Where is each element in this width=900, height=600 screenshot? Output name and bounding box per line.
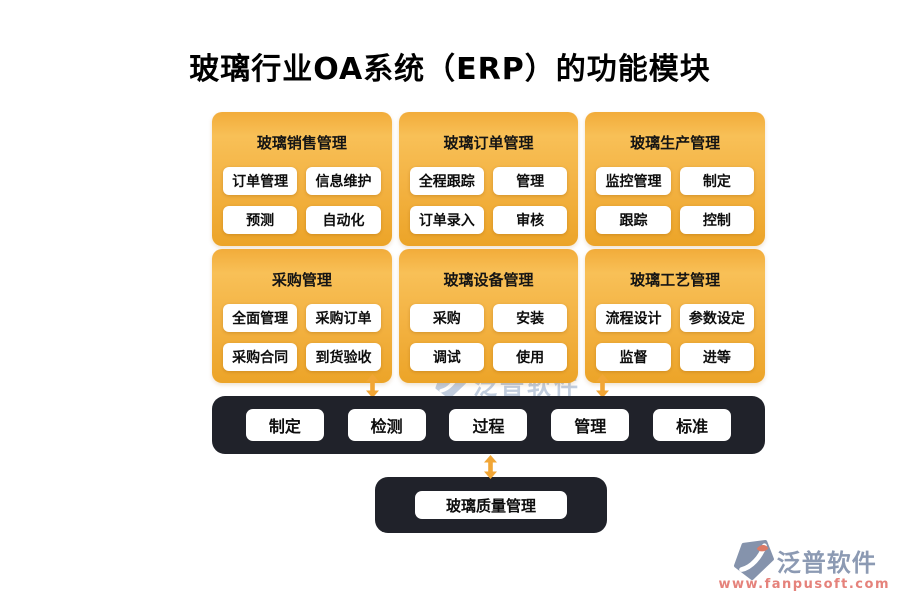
module-chip: 订单录入: [409, 206, 484, 234]
module-chip: 管理: [492, 167, 568, 195]
process-chip: 检测: [347, 409, 426, 441]
process-chip: 过程: [449, 409, 528, 441]
module-chip: 参数设定: [679, 304, 754, 332]
panel-header: 玻璃生产管理: [630, 134, 721, 152]
quality-box: 玻璃质量管理: [375, 477, 607, 533]
panel-sales: 玻璃销售管理 订单管理 信息维护 预测 自动化: [212, 112, 392, 246]
module-chip: 监督: [596, 343, 671, 371]
module-chip: 制定: [679, 167, 754, 195]
panel-chips: 全程跟踪 管理 订单录入 审核: [409, 167, 568, 234]
double-arrow-icon: [365, 374, 380, 398]
panel-header: 玻璃订单管理: [443, 134, 534, 152]
brand-url: www.fanpusoft.com: [718, 577, 890, 592]
brand-row: 泛普软件: [732, 540, 877, 580]
brand-footer: 泛普软件 www.fanpusoft.com: [718, 540, 890, 592]
module-chip: 全面管理: [223, 304, 298, 332]
module-chip: 采购合同: [223, 343, 298, 371]
brand-name: 泛普软件: [776, 548, 877, 577]
module-chip: 使用: [492, 343, 568, 371]
module-chip: 到货验收: [306, 343, 381, 371]
panel-craft: 玻璃工艺管理 流程设计 参数设定 监督 进等: [585, 249, 765, 383]
process-chip: 管理: [551, 409, 630, 441]
module-chip: 安装: [492, 304, 568, 332]
panel-production: 玻璃生产管理 监控管理 制定 跟踪 控制: [585, 112, 765, 246]
panel-procurement: 采购管理 全面管理 采购订单 采购合同 到货验收: [212, 249, 392, 383]
process-chip: 标准: [653, 409, 732, 441]
module-chip: 流程设计: [596, 304, 671, 332]
module-chip: 订单管理: [223, 167, 298, 195]
panel-order: 玻璃订单管理 全程跟踪 管理 订单录入 审核: [398, 112, 579, 246]
module-chip: 监控管理: [596, 167, 671, 195]
module-grid: 玻璃销售管理 订单管理 信息维护 预测 自动化 玻璃订单管理 全程跟踪 管理 订…: [212, 112, 765, 383]
module-chip: 采购订单: [306, 304, 381, 332]
page-title: 玻璃行业OA系统（ERP）的功能模块: [189, 52, 711, 87]
module-chip: 审核: [492, 206, 568, 234]
fanpu-logo-icon: [733, 540, 774, 580]
module-chip: 全程跟踪: [409, 167, 484, 195]
module-chip: 进等: [679, 343, 754, 371]
quality-chip: 玻璃质量管理: [415, 491, 567, 519]
module-chip: 预测: [223, 206, 298, 234]
panel-equipment: 玻璃设备管理 采购 安装 调试 使用: [398, 249, 579, 383]
module-chip: 信息维护: [306, 167, 381, 195]
process-bar: 制定 检测 过程 管理 标准: [212, 396, 765, 454]
double-arrow-icon: [595, 374, 610, 398]
module-chip: 调试: [409, 343, 484, 371]
module-chip: 控制: [679, 206, 754, 234]
module-chip: 采购: [409, 304, 484, 332]
panel-header: 玻璃设备管理: [443, 271, 534, 289]
panel-chips: 订单管理 信息维护 预测 自动化: [223, 167, 381, 234]
panel-header: 采购管理: [271, 271, 332, 289]
module-chip: 自动化: [306, 206, 381, 234]
panel-chips: 流程设计 参数设定 监督 进等: [596, 304, 754, 371]
module-chip: 跟踪: [596, 206, 671, 234]
panel-chips: 全面管理 采购订单 采购合同 到货验收: [223, 304, 381, 371]
process-chip: 制定: [245, 409, 324, 441]
panel-chips: 采购 安装 调试 使用: [409, 304, 568, 371]
panel-header: 玻璃销售管理: [256, 134, 347, 152]
double-arrow-icon: [483, 455, 498, 479]
panel-header: 玻璃工艺管理: [630, 271, 721, 289]
panel-chips: 监控管理 制定 跟踪 控制: [596, 167, 754, 234]
